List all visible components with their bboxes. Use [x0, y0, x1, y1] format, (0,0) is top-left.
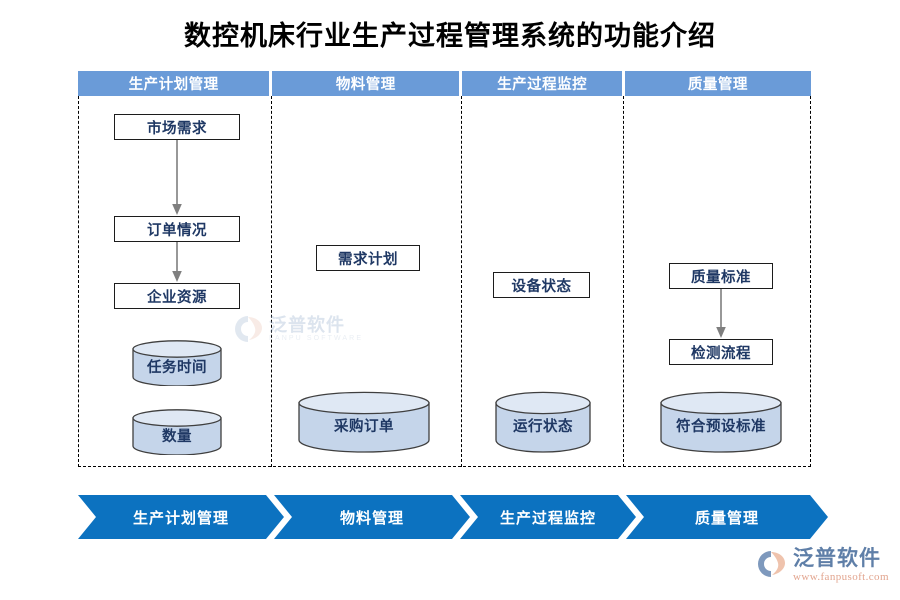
data-cylinder-task-time[interactable]: 任务时间 [131, 340, 223, 387]
data-cylinder-running-status[interactable]: 运行状态 [494, 391, 592, 453]
column-header-material: 物料管理 [272, 71, 460, 96]
data-cylinder-label: 运行状态 [513, 418, 573, 435]
column-header-production-plan: 生产计划管理 [78, 71, 270, 96]
data-cylinder-label: 采购订单 [334, 418, 394, 435]
logo-brand-cn: 泛普软件 [793, 547, 881, 570]
column-header-quality: 质量管理 [624, 71, 811, 96]
logo-text-block: 泛普软件 www.fanpusoft.com [793, 548, 889, 583]
process-box-order-status[interactable]: 订单情况 [114, 216, 240, 242]
data-cylinder-purchase-order[interactable]: 采购订单 [297, 391, 431, 453]
diagram-panel [78, 96, 811, 467]
data-cylinder-label: 数量 [162, 428, 192, 445]
column-header-bar: 生产计划管理 物料管理 生产过程监控 质量管理 [78, 71, 811, 96]
data-cylinder-label: 任务时间 [147, 359, 207, 376]
company-logo: 泛普软件 www.fanpusoft.com [755, 548, 895, 594]
logo-website-url: www.fanpusoft.com [793, 571, 889, 583]
process-box-quality-standard[interactable]: 质量标准 [669, 263, 773, 289]
chevron-step-production-plan[interactable]: 生产计划管理 [78, 495, 284, 539]
column-header-process-monitor: 生产过程监控 [462, 71, 622, 96]
column-divider-3 [623, 96, 624, 467]
column-divider-1 [271, 96, 272, 467]
process-box-market-demand[interactable]: 市场需求 [114, 114, 240, 140]
fanpu-logo-icon [755, 548, 789, 580]
data-cylinder-meets-preset-standard[interactable]: 符合预设标准 [659, 391, 783, 453]
process-box-enterprise-resource[interactable]: 企业资源 [114, 283, 240, 309]
column-divider-2 [461, 96, 462, 467]
data-cylinder-quantity[interactable]: 数量 [131, 409, 223, 456]
chevron-step-material[interactable]: 物料管理 [274, 495, 470, 539]
data-cylinder-label: 符合预设标准 [676, 418, 766, 435]
process-flow-chevron-bar: 生产计划管理 物料管理 生产过程监控 质量管理 [78, 495, 828, 539]
process-box-demand-plan[interactable]: 需求计划 [316, 245, 420, 271]
chevron-step-process-monitor[interactable]: 生产过程监控 [460, 495, 636, 539]
process-box-inspection-process[interactable]: 检测流程 [669, 339, 773, 365]
process-box-equipment-status[interactable]: 设备状态 [493, 272, 590, 298]
page-title: 数控机床行业生产过程管理系统的功能介绍 [184, 21, 716, 51]
chevron-step-quality[interactable]: 质量管理 [626, 495, 828, 539]
